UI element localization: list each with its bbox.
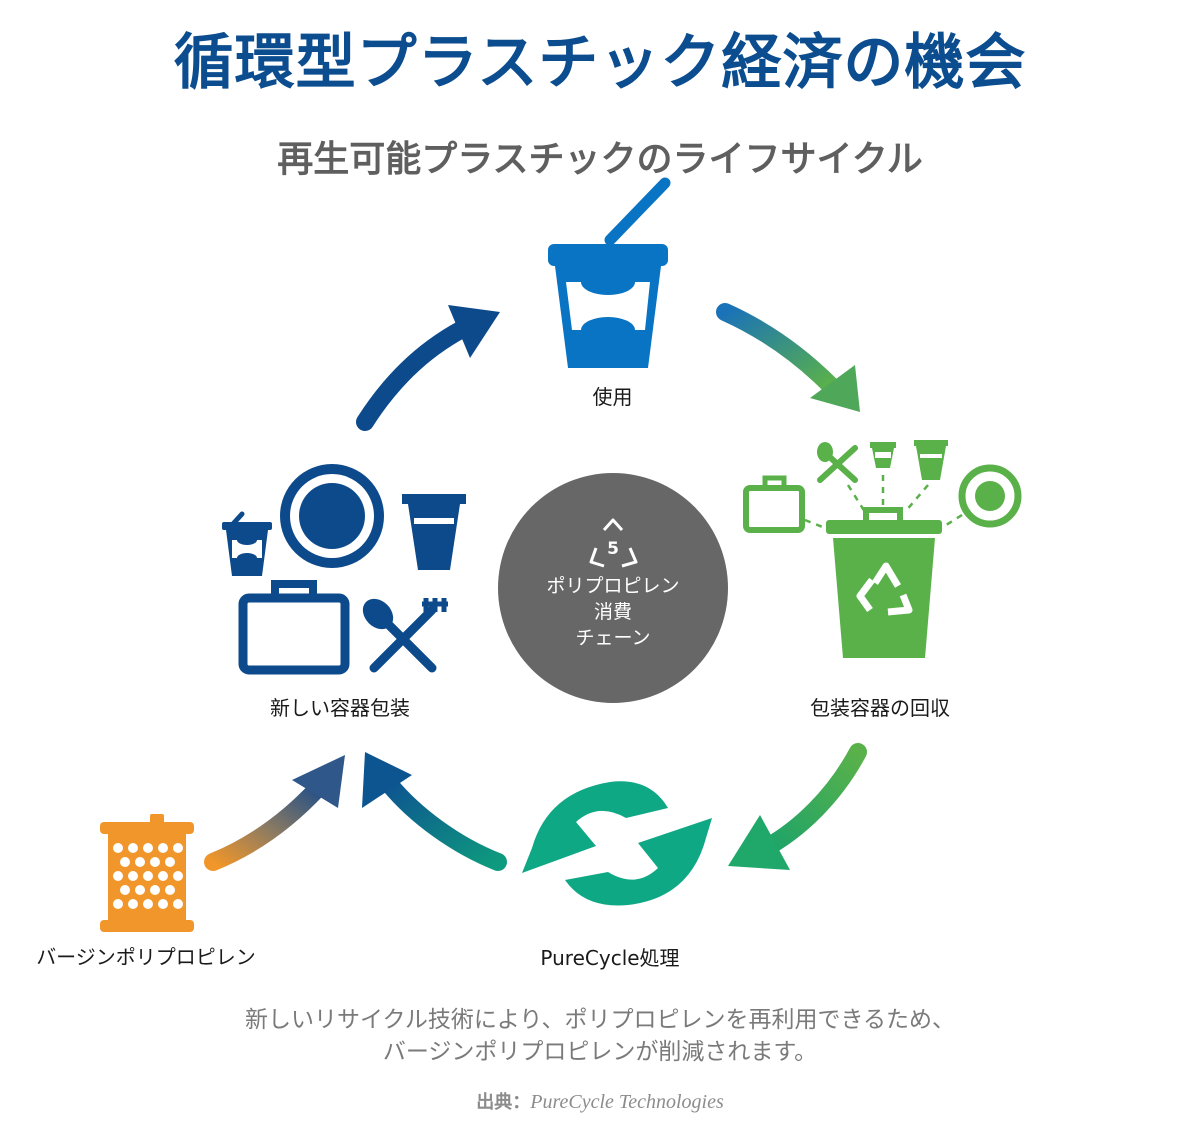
node-label-virgin: バージンポリプロピレン (36, 945, 256, 969)
arrow-to-use (356, 305, 500, 431)
fork-spoon-icon (362, 598, 448, 673)
page-title: 循環型プラスチック経済の機会 (173, 28, 1027, 98)
page-subtitle: 再生可能プラスチックのライフサイクル (277, 139, 923, 180)
plate-icon (280, 464, 384, 568)
luggage-icon-blue (238, 580, 350, 675)
small-cup-icon-blue (222, 511, 272, 576)
cup-with-spoon-icon (548, 177, 671, 368)
small-cup-icon-green (870, 442, 896, 468)
source-name: PureCycle Technologies (530, 1091, 724, 1113)
arrow-to-collection (716, 303, 860, 412)
recycle-code: 5 (607, 539, 619, 559)
node-label-collection: 包装容器の回収 (810, 696, 950, 720)
plastic-cup-icon-green (914, 440, 948, 480)
plate-icon-green (958, 464, 1022, 528)
arrow-from-virgin (204, 755, 345, 871)
source-credit: 出典：PureCycle Technologies (0, 1088, 1200, 1114)
fork-spoon-icon-green (817, 442, 858, 483)
description-line-1: 新しいリサイクル技術により、ポリプロピレンを再利用できるため、 (244, 1007, 955, 1033)
description: 新しいリサイクル技術により、ポリプロピレンを再利用できるため、 バージンポリプロ… (0, 1004, 1200, 1068)
node-label-new-packaging: 新しい容器包装 (270, 696, 410, 720)
description-line-2: バージンポリプロピレンが削減されます。 (382, 1039, 818, 1065)
source-label: 出典： (476, 1092, 531, 1113)
luggage-icon (743, 475, 805, 533)
arrow-to-processing (728, 743, 867, 870)
recycle-icon (856, 562, 913, 616)
plastic-cup-icon (402, 494, 466, 570)
node-label-processing: PureCycle処理 (540, 946, 680, 970)
pellet-bag-icon (100, 814, 194, 932)
node-label-use: 使用 (592, 385, 633, 409)
trash-can-icon (826, 507, 942, 658)
cycle-arrows-icon (522, 781, 712, 906)
center-line-2: 消費 (594, 601, 632, 623)
arrow-from-processing (362, 752, 507, 871)
center-line-3: チェーン (575, 627, 650, 649)
recycle-code-icon (589, 518, 638, 568)
center-circle: 5 ポリプロピレン 消費 チェーン (498, 473, 728, 703)
center-line-1: ポリプロピレン (546, 575, 679, 597)
